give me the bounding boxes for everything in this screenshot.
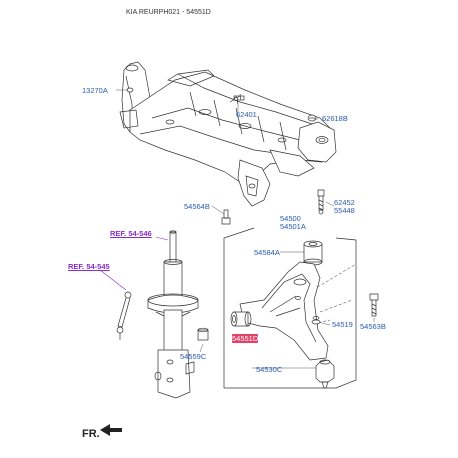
label-54500[interactable]: 54500 bbox=[280, 214, 301, 223]
label-62401[interactable]: 62401 bbox=[236, 110, 257, 119]
label-13270A[interactable]: 13270A bbox=[82, 86, 108, 95]
front-arrow-icon bbox=[100, 424, 122, 436]
label-54551D-highlighted[interactable]: 54551D bbox=[232, 334, 259, 343]
label-62452[interactable]: 62452 bbox=[334, 198, 355, 207]
label-54559C[interactable]: 54559C bbox=[180, 352, 207, 361]
nut-54519 bbox=[311, 319, 321, 325]
label-62618B[interactable]: 62618B bbox=[322, 114, 348, 123]
stabilizer-link bbox=[116, 291, 132, 340]
ref-leaders bbox=[99, 236, 169, 291]
bolt-62452 bbox=[317, 189, 325, 215]
lower-control-arm bbox=[239, 261, 329, 361]
ref-link-54-545[interactable]: REF. 54-545 bbox=[68, 262, 110, 271]
nut-54559C bbox=[197, 327, 209, 341]
label-55448[interactable]: 55448 bbox=[334, 206, 355, 215]
bolt-54563B bbox=[369, 293, 379, 317]
subframe bbox=[119, 61, 337, 207]
label-54501A[interactable]: 54501A bbox=[280, 222, 306, 231]
bushing-54584A bbox=[303, 240, 323, 266]
label-54563B[interactable]: 54563B bbox=[360, 322, 386, 331]
ref-link-54-546[interactable]: REF. 54-546 bbox=[110, 229, 152, 238]
page-title: KIA REURPH021 - 54551D bbox=[126, 9, 211, 16]
label-54530C[interactable]: 54530C bbox=[256, 365, 283, 374]
label-54584A[interactable]: 54584A bbox=[254, 248, 280, 257]
front-direction-label: FR. bbox=[82, 428, 100, 440]
bolt-54564B bbox=[221, 209, 231, 225]
strut-assembly bbox=[147, 230, 199, 399]
label-54564B[interactable]: 54564B bbox=[184, 202, 210, 211]
ball-joint-54530C bbox=[315, 359, 335, 389]
label-54519[interactable]: 54519 bbox=[332, 320, 353, 329]
bushing-54551D bbox=[230, 311, 252, 327]
